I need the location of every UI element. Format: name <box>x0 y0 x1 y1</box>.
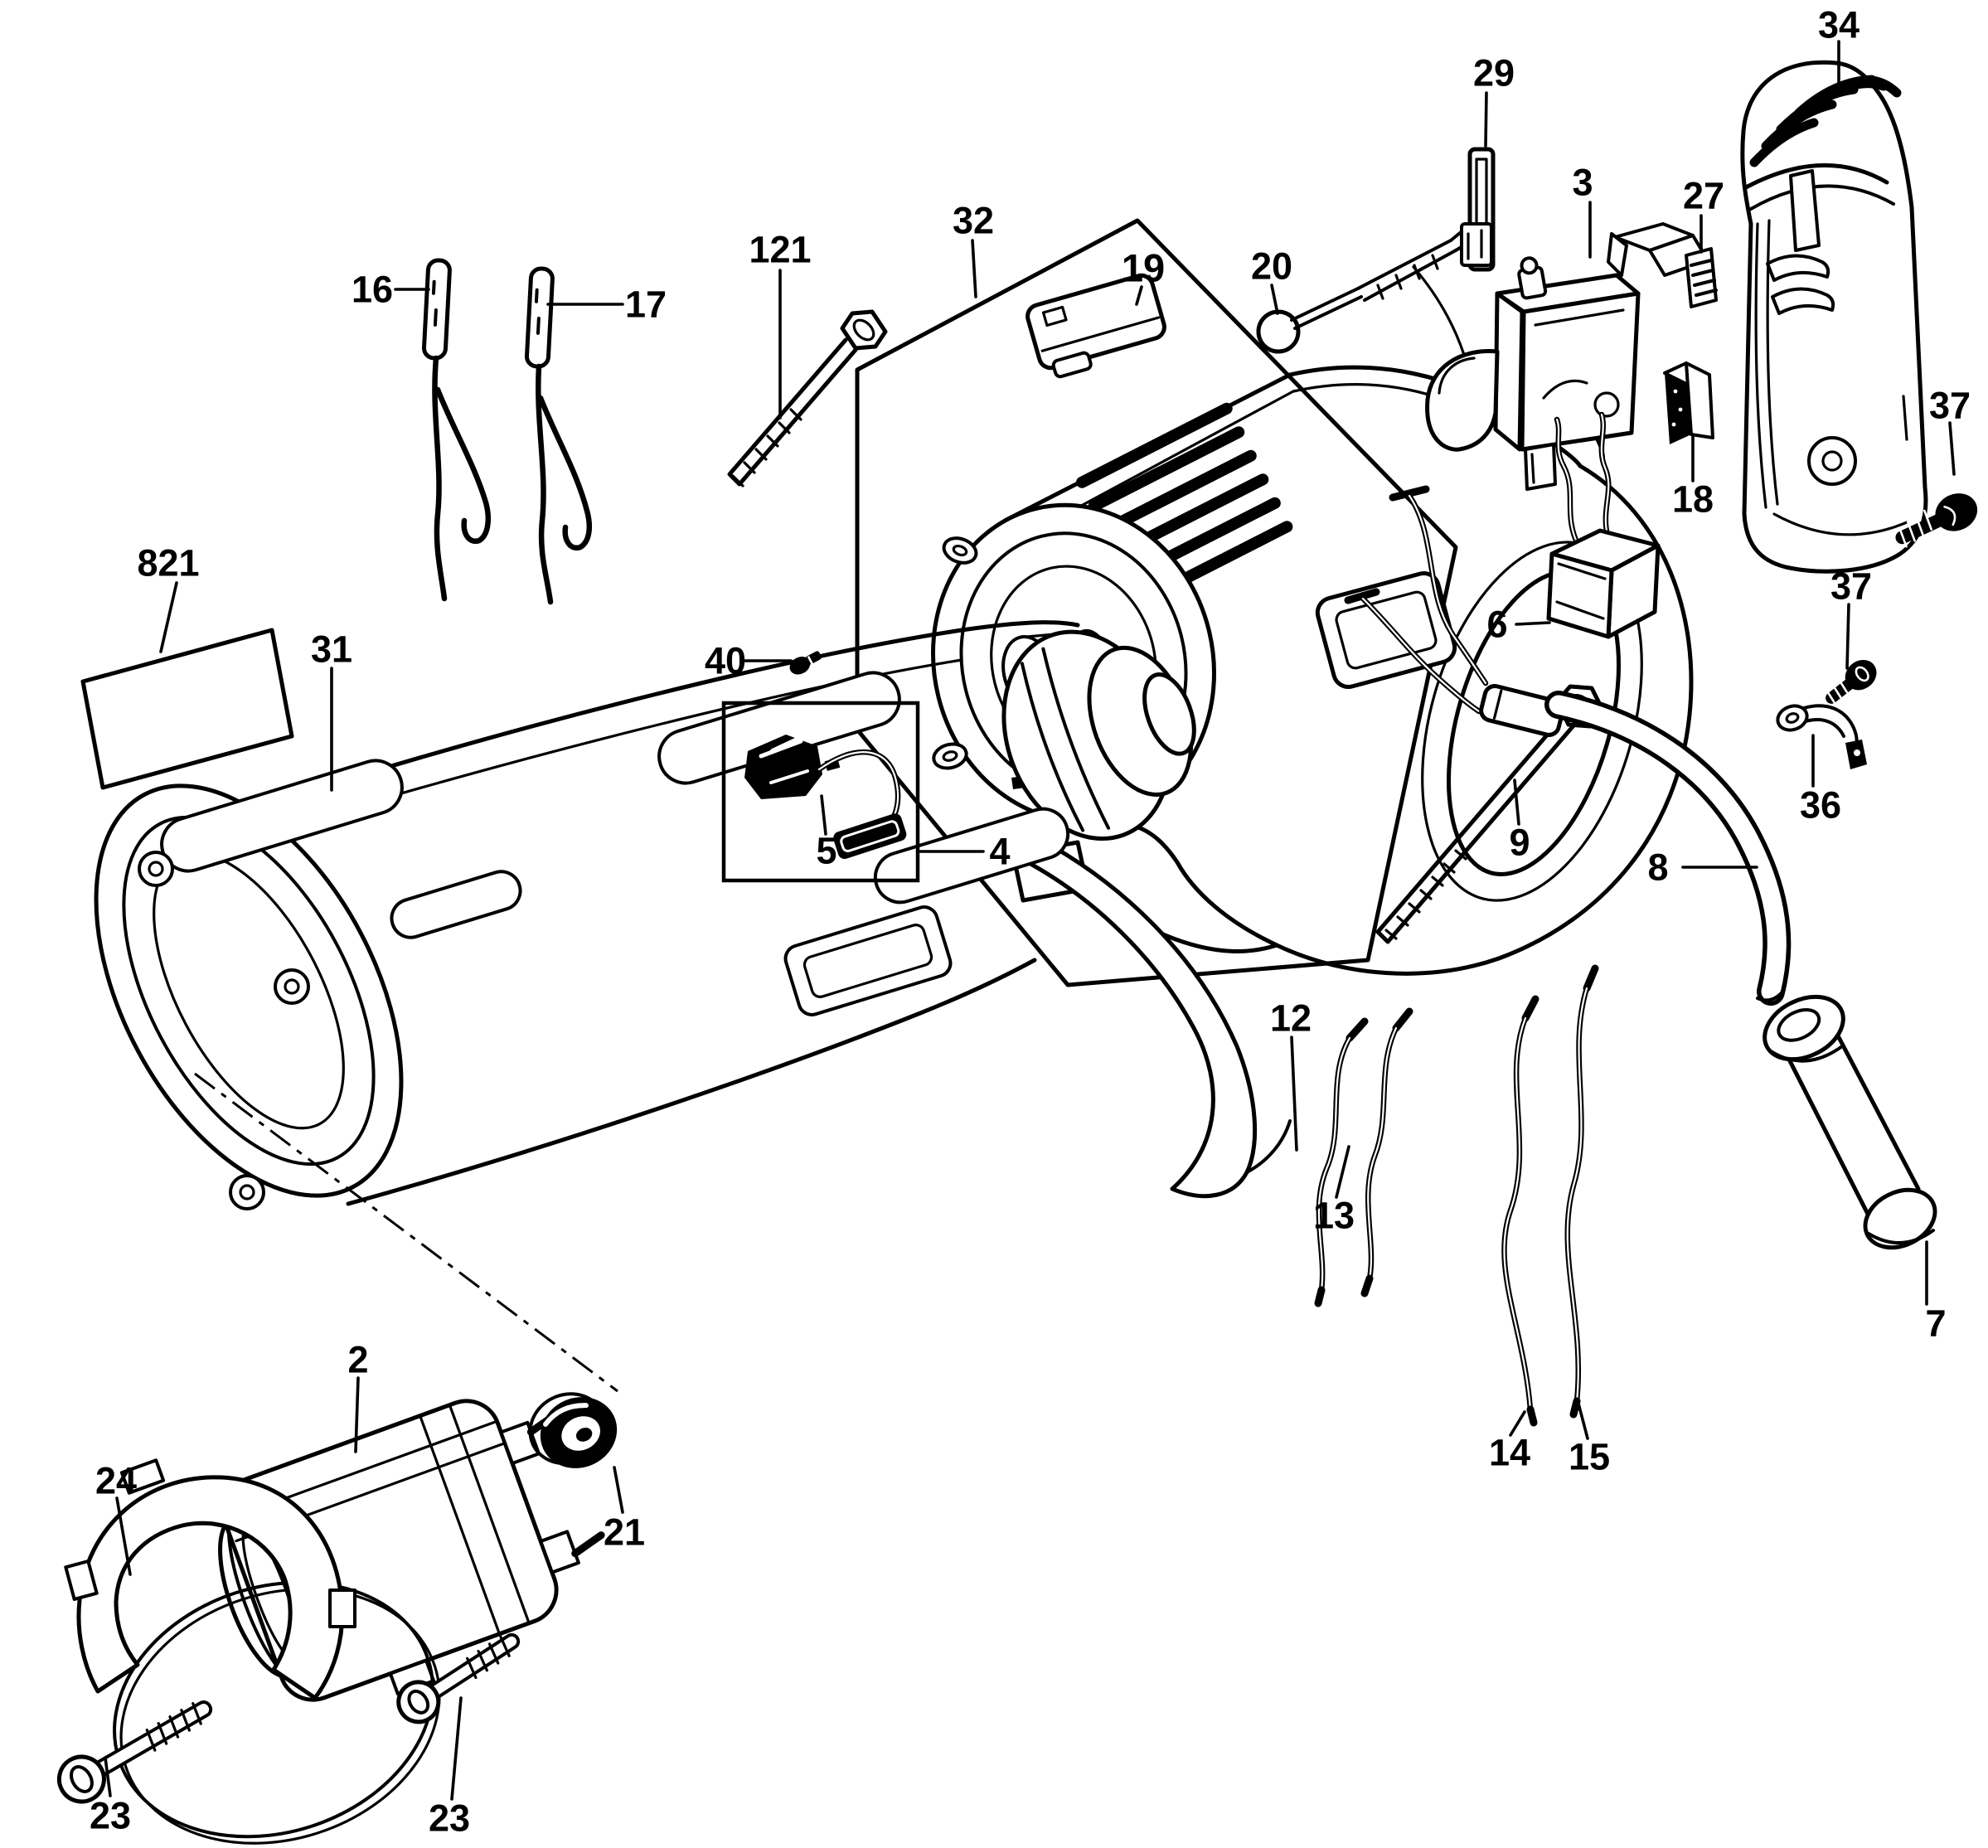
part-8-power-cord <box>1344 485 1792 1006</box>
callout-labels: 34 29 3 27 37 121 32 19 20 16 17 821 31 … <box>90 4 1971 1840</box>
part-17-wire-lead <box>524 266 592 605</box>
part-5-lead-assembly <box>744 734 907 860</box>
part-27-bracket <box>1607 222 1718 308</box>
part-121-screw <box>727 309 888 487</box>
callout-2: 2 <box>347 1339 368 1381</box>
assembly-axis-line <box>194 1072 618 1393</box>
callout-4: 4 <box>989 831 1010 873</box>
part-16-wire-lead <box>421 258 491 602</box>
part-15-lead-wire <box>1564 964 1599 1419</box>
part-21-bearing <box>528 1392 618 1468</box>
callout-8: 8 <box>1647 846 1668 889</box>
part-36-cable-clamp <box>1776 704 1867 769</box>
callout-40: 40 <box>705 640 746 682</box>
callout-37-upper: 37 <box>1929 385 1971 427</box>
callout-31: 31 <box>311 628 352 671</box>
callout-21: 21 <box>604 1511 645 1554</box>
part-23-screw-left <box>56 1700 213 1804</box>
callout-14: 14 <box>1489 1432 1530 1474</box>
callout-19: 19 <box>1122 246 1165 290</box>
callout-15: 15 <box>1569 1436 1610 1478</box>
part-32-boundary-plane <box>855 218 1458 987</box>
callout-3: 3 <box>1572 162 1593 204</box>
part-13-lead-wire <box>1360 1007 1413 1297</box>
callout-121: 121 <box>749 229 811 271</box>
part-37-screw-lower <box>1826 659 1877 706</box>
callout-16: 16 <box>352 269 393 311</box>
callout-5: 5 <box>816 830 836 872</box>
callout-32: 32 <box>953 200 994 242</box>
callout-18: 18 <box>1672 478 1714 521</box>
callout-23-right: 23 <box>429 1797 470 1840</box>
callout-13: 13 <box>1313 1195 1355 1237</box>
part-34-handle-housing <box>1740 60 1928 574</box>
part-6-terminal-block <box>1546 411 1661 639</box>
part-37-screw-upper <box>1895 493 1978 548</box>
part-12-lead-wire <box>1314 1017 1369 1307</box>
part-4-inset-box <box>721 701 920 883</box>
callout-24: 24 <box>95 1460 137 1502</box>
callout-7: 7 <box>1925 1302 1946 1345</box>
callout-9: 9 <box>1509 822 1530 864</box>
callout-23-left: 23 <box>90 1795 131 1837</box>
part-14-lead-wire <box>1501 995 1539 1427</box>
part-40-screw <box>789 651 822 675</box>
callout-36: 36 <box>1800 784 1841 827</box>
callout-29: 29 <box>1473 52 1515 95</box>
callout-17: 17 <box>625 284 667 326</box>
part-3-switch-assembly <box>1425 256 1641 491</box>
leader-lines <box>104 40 1956 1801</box>
part-821-nameplate <box>80 628 294 790</box>
part-19-slide-button <box>1026 273 1166 379</box>
part-31-motor-housing <box>94 620 1292 1210</box>
part-18-carbon-brush <box>1663 361 1714 444</box>
part-29-lock-slide <box>1460 147 1496 272</box>
callout-34: 34 <box>1818 4 1860 46</box>
callout-37-lower: 37 <box>1830 565 1872 608</box>
part-24-baffle <box>64 1458 441 1845</box>
callout-12: 12 <box>1270 997 1312 1040</box>
callout-6: 6 <box>1486 604 1507 646</box>
callout-20: 20 <box>1251 245 1292 288</box>
callout-821: 821 <box>137 542 199 584</box>
part-7-cord-protector <box>1763 994 1937 1250</box>
callout-27: 27 <box>1683 175 1724 217</box>
part-23-screw-right <box>396 1632 521 1724</box>
